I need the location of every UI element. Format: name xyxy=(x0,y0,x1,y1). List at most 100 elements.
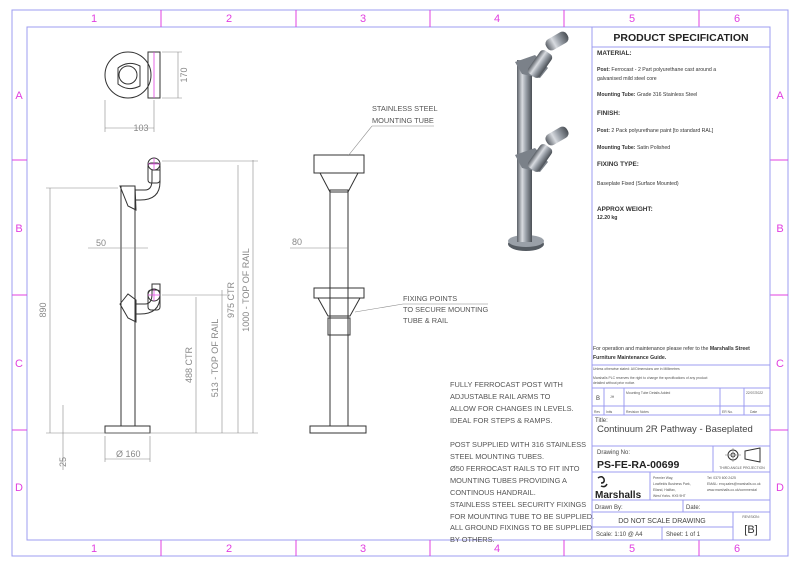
side-view: 80 STAINLESS STEEL MOUNTING TUBE FIXING … xyxy=(290,104,489,434)
svg-text:Sheet: 1 of 1: Sheet: 1 of 1 xyxy=(666,532,701,538)
svg-text:B: B xyxy=(596,396,600,402)
svg-text:IDEAL FOR STEPS & RAMPS.: IDEAL FOR STEPS & RAMPS. xyxy=(450,416,552,425)
dim-diameter-160: Ø 160 xyxy=(116,449,141,459)
revision-value: [B] xyxy=(744,524,757,536)
svg-text:A: A xyxy=(15,90,23,102)
svg-text:C: C xyxy=(776,358,784,370)
svg-text:ALL GROUND FIXINGS TO BE SUPPL: ALL GROUND FIXINGS TO BE SUPPLIED xyxy=(450,523,592,532)
svg-text:Marshalls PLC reserves the rig: Marshalls PLC reserves the right to chan… xyxy=(593,376,707,380)
svg-text:3: 3 xyxy=(360,543,366,555)
svg-text:Drawing No:: Drawing No: xyxy=(597,450,630,456)
revision-row: B JH Mounting Tube Details Added 22/07/2… xyxy=(596,391,763,402)
dim-103: 103 xyxy=(133,123,148,133)
grid-column-labels-top: 1 2 3 4 5 6 xyxy=(91,13,740,25)
svg-text:B: B xyxy=(776,223,783,235)
svg-text:Elland, Halifax,: Elland, Halifax, xyxy=(653,488,676,492)
svg-text:Date: Date xyxy=(750,410,757,414)
svg-text:www.marshalls.co.uk/commercial: www.marshalls.co.uk/commercial xyxy=(707,488,757,492)
dim-1000: 1000 - TOP OF RAIL xyxy=(241,248,251,332)
drawing-number: PS-FE-RA-00699 xyxy=(597,459,679,471)
revision-headers: Rev Inits Revision Notes ER No. Date xyxy=(594,410,757,414)
svg-text:galvanised mild steel core: galvanised mild steel core xyxy=(597,76,657,82)
svg-text:6: 6 xyxy=(734,543,740,555)
label-tube-1: STAINLESS STEEL xyxy=(372,104,438,113)
svg-text:Post: 2 Pack polyurethane pain: Post: 2 Pack polyurethane paint [to stan… xyxy=(597,128,714,134)
svg-text:FINISH:: FINISH: xyxy=(597,110,620,117)
label-fixing-3: TUBE & RAIL xyxy=(403,316,448,325)
svg-text:STEEL MOUNTING TUBES.: STEEL MOUNTING TUBES. xyxy=(450,452,544,461)
dim-25: 25 xyxy=(58,457,68,467)
dim-975: 975 CTR xyxy=(226,281,236,318)
svg-text:4: 4 xyxy=(494,543,500,555)
dim-170: 170 xyxy=(179,67,189,82)
svg-text:D: D xyxy=(15,482,23,494)
svg-text:Date:: Date: xyxy=(686,505,701,511)
svg-text:2: 2 xyxy=(226,13,232,25)
grid-row-labels-left: A B C D xyxy=(15,90,23,494)
svg-text:1: 1 xyxy=(91,13,97,25)
svg-text:22/07/2022: 22/07/2022 xyxy=(746,391,763,395)
dim-488: 488 CTR xyxy=(184,346,194,383)
svg-text:5: 5 xyxy=(629,13,635,25)
dim-50: 50 xyxy=(96,238,106,248)
svg-text:Mounting Tube: Satin Polished: Mounting Tube: Satin Polished xyxy=(597,145,670,151)
svg-text:STAINLESS STEEL SECURITY FIXIN: STAINLESS STEEL SECURITY FIXINGS xyxy=(450,500,586,509)
svg-text:FOR MOUNTING TUBE TO BE SUPPLI: FOR MOUNTING TUBE TO BE SUPPLIED. xyxy=(450,512,594,521)
svg-text:ADJUSTABLE RAIL ARMS TO: ADJUSTABLE RAIL ARMS TO xyxy=(450,392,551,401)
svg-text:Inits: Inits xyxy=(606,410,613,414)
svg-text:1: 1 xyxy=(91,543,97,555)
front-view: 890 50 488 CTR 513 - TOP OF RAIL 975 CTR… xyxy=(38,157,258,470)
svg-text:C: C xyxy=(15,358,23,370)
svg-text:Rev: Rev xyxy=(594,410,600,414)
general-notes: FULLY FERROCAST POST WITH ADJUSTABLE RAI… xyxy=(450,380,594,544)
svg-text:2: 2 xyxy=(226,543,232,555)
svg-text:Tel: 0370 600 2425: Tel: 0370 600 2425 xyxy=(707,476,736,480)
outer-frame xyxy=(11,9,789,557)
svg-text:D: D xyxy=(776,482,784,494)
grid-ticks xyxy=(12,10,788,556)
svg-text:Revision Notes: Revision Notes xyxy=(626,410,649,414)
grid-column-labels-bottom: 1 2 3 4 5 6 xyxy=(91,543,740,555)
spec-title: PRODUCT SPECIFICATION xyxy=(613,32,748,44)
label-tube-2: MOUNTING TUBE xyxy=(372,116,434,125)
svg-text:Scale: 1:10 @ A4: Scale: 1:10 @ A4 xyxy=(596,532,643,538)
svg-text:detailed without prior notice.: detailed without prior notice. xyxy=(593,381,635,385)
top-view: 170 103 xyxy=(104,51,189,133)
drawing-title: Continuum 2R Pathway - Baseplated xyxy=(597,424,753,435)
svg-text:Drawn By:: Drawn By: xyxy=(595,505,623,511)
label-fixing-1: FIXING POINTS xyxy=(403,294,457,303)
svg-text:West Yorks. HX5 9HT: West Yorks. HX5 9HT xyxy=(653,494,686,498)
svg-text:ALLOW FOR CHANGES IN LEVELS.: ALLOW FOR CHANGES IN LEVELS. xyxy=(450,404,574,413)
do-not-scale: DO NOT SCALE DRAWING xyxy=(618,518,706,525)
product-specification-panel: PRODUCT SPECIFICATION MATERIAL: Post: Fe… xyxy=(591,26,771,541)
svg-text:A: A xyxy=(776,90,784,102)
svg-text:BY OTHERS.: BY OTHERS. xyxy=(450,535,495,544)
svg-text:APPROX WEIGHT:: APPROX WEIGHT: xyxy=(597,206,653,213)
svg-text:6: 6 xyxy=(734,13,740,25)
svg-text:Unless otherwise stated: All D: Unless otherwise stated: All Dimensions … xyxy=(593,367,680,371)
dim-890: 890 xyxy=(38,302,48,317)
svg-text:4: 4 xyxy=(494,13,500,25)
svg-text:FIXING TYPE:: FIXING TYPE: xyxy=(597,161,639,168)
svg-text:JH: JH xyxy=(610,395,615,399)
svg-text:12.20 kg: 12.20 kg xyxy=(597,215,617,221)
svg-text:Mounting Tube Details Added: Mounting Tube Details Added xyxy=(626,391,670,395)
grid-row-labels-right: A B C D xyxy=(776,90,784,494)
svg-text:REVISION:: REVISION: xyxy=(742,515,759,519)
dim-80: 80 xyxy=(292,237,302,247)
dim-513: 513 - TOP OF RAIL xyxy=(210,319,220,398)
svg-text:Baseplate Fixed (Surface Mount: Baseplate Fixed (Surface Mounted) xyxy=(597,181,679,187)
product-render xyxy=(508,31,569,251)
svg-text:MOUNTING TUBES PROVIDING A: MOUNTING TUBES PROVIDING A xyxy=(450,476,567,485)
svg-text:Post: Ferrocast - 2 Part polyu: Post: Ferrocast - 2 Part polyurethane ca… xyxy=(597,67,716,73)
svg-text:Ø50 FERROCAST RAILS TO FIT INT: Ø50 FERROCAST RAILS TO FIT INTO xyxy=(450,464,580,473)
svg-text:MATERIAL:: MATERIAL: xyxy=(597,50,632,57)
marshalls-logo: Marshalls xyxy=(595,475,642,501)
svg-text:ER No.: ER No. xyxy=(722,410,733,414)
svg-text:5: 5 xyxy=(629,543,635,555)
svg-text:B: B xyxy=(15,223,22,235)
svg-text:THIRD ANGLE PROJECTION: THIRD ANGLE PROJECTION xyxy=(719,466,765,470)
svg-text:Furniture Maintenance Guide.: Furniture Maintenance Guide. xyxy=(593,355,667,361)
svg-text:Title:: Title: xyxy=(595,418,608,424)
